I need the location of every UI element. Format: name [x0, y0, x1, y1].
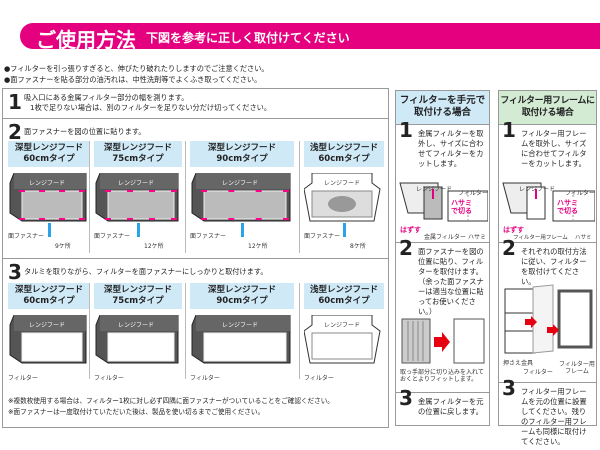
filter-label: フィルター	[8, 375, 38, 382]
column-separator	[185, 283, 186, 379]
step-3-text: タルミを取りながら、フィルターを面ファスナーにしっかりと取付けます。	[24, 267, 268, 276]
fastener-label: 面ファスナー	[190, 233, 227, 240]
divider	[2, 258, 389, 259]
arrow-icon	[137, 223, 140, 237]
range-hood-illustration	[304, 315, 381, 364]
column-separator	[299, 141, 300, 253]
range-hood-illustration	[9, 173, 87, 222]
range-hood-illustration	[304, 173, 381, 222]
step-number: 1	[8, 90, 22, 114]
label: レンジフード	[519, 186, 556, 193]
tip-text: 取っ手部分に切り込みを入れておくとよりフィットします。	[400, 369, 484, 383]
label: はずす	[400, 226, 421, 234]
fastener-count: 8ケ所	[350, 243, 366, 250]
fastener-label: 面ファスナー	[94, 233, 131, 240]
frame-assembly-illustration	[504, 284, 593, 354]
filter-label: フィルター	[190, 375, 220, 382]
arrow-icon	[241, 223, 244, 237]
label: はずす	[503, 226, 524, 234]
range-hood-illustration	[9, 315, 87, 364]
label: フィルター	[565, 190, 595, 197]
divider	[2, 118, 389, 119]
range-hood-illustration	[191, 315, 291, 364]
caution-note: ●面ファスナーを貼る部分の油汚れは、中性洗剤等でよくふき取ってください。	[4, 75, 262, 84]
range-hood-illustration	[191, 173, 291, 222]
column-separator	[299, 283, 300, 379]
filter-label: フィルター	[304, 375, 334, 382]
label: 押さえ金具	[503, 360, 534, 367]
column-separator	[89, 141, 90, 253]
panel-title: フィルター用フレームに取付ける場合	[499, 91, 596, 125]
label: フィルター用フレーム	[513, 235, 568, 241]
label: ハサミで切る	[557, 199, 579, 215]
label: レンジフード	[416, 186, 453, 193]
label: フィルター用フレーム	[559, 361, 595, 375]
range-hood-illustration	[95, 173, 179, 222]
fastener-count: 9ケ所	[55, 243, 71, 250]
fastener-label: 面ファスナー	[8, 233, 45, 240]
label: ハサミで切る	[451, 199, 473, 215]
label: 金属フィルター	[424, 234, 466, 241]
footnote: ※面ファスナーは一度取付けていただいた後は、製品を使い切るまでご使用ください。	[8, 408, 265, 416]
arrow-icon	[343, 223, 346, 237]
hood-label: レンジフード	[324, 180, 361, 187]
fastener-count: 12ケ所	[144, 243, 164, 250]
hood-label: レンジフード	[118, 322, 155, 329]
label: フィルター	[523, 369, 553, 376]
arrow-icon	[48, 223, 51, 237]
label: ハサミ	[575, 235, 592, 241]
label: フィルター	[458, 190, 488, 197]
attach-filter-illustration	[401, 318, 485, 364]
column-separator	[185, 141, 186, 253]
step-text-line: 吸入口にある金属フィルター部分の幅を測ります。	[24, 93, 189, 102]
step-text-line: 1枚で足りない場合は、別のフィルターを足りない分だけ切ってください。	[30, 103, 272, 112]
panel-title: フィルターを手元で取付ける場合	[396, 91, 489, 125]
hood-label: レンジフード	[324, 322, 361, 329]
caution-note: ●フィルターを引っ張りすぎると、伸びたり破れたりしますのでご注意ください。	[4, 64, 269, 73]
range-hood-illustration	[95, 315, 179, 364]
hood-label: レンジフード	[29, 322, 66, 329]
step-1-text: 吸入口にある金属フィルター部分の幅を測ります。 1枚で足りない場合は、別のフィル…	[24, 93, 384, 113]
fastener-count: 12ケ所	[248, 243, 268, 250]
hood-label: レンジフード	[222, 180, 259, 187]
fastener-label: 面ファスナー	[304, 233, 341, 240]
label: ハサミ	[468, 234, 487, 241]
step-2-text: 面ファスナーを図の位置に貼ります。	[24, 127, 146, 136]
page-subtitle: 下図を参考に正しく取付けてください	[146, 31, 350, 45]
hood-label: レンジフード	[222, 322, 259, 329]
page-title: ご使用方法	[36, 28, 136, 52]
column-separator	[89, 283, 90, 379]
page-header-banner: ご使用方法 下図を参考に正しく取付けてください	[20, 23, 600, 52]
hood-label: レンジフード	[29, 180, 66, 187]
footnote: ※複数枚使用する場合は、フィルター1枚に対し必ず四隅に面ファスナーがついているこ…	[8, 397, 334, 405]
hood-label: レンジフード	[118, 180, 155, 187]
step-number: 3	[8, 260, 22, 284]
step-number: 2	[8, 120, 22, 144]
filter-label: フィルター	[94, 375, 124, 382]
